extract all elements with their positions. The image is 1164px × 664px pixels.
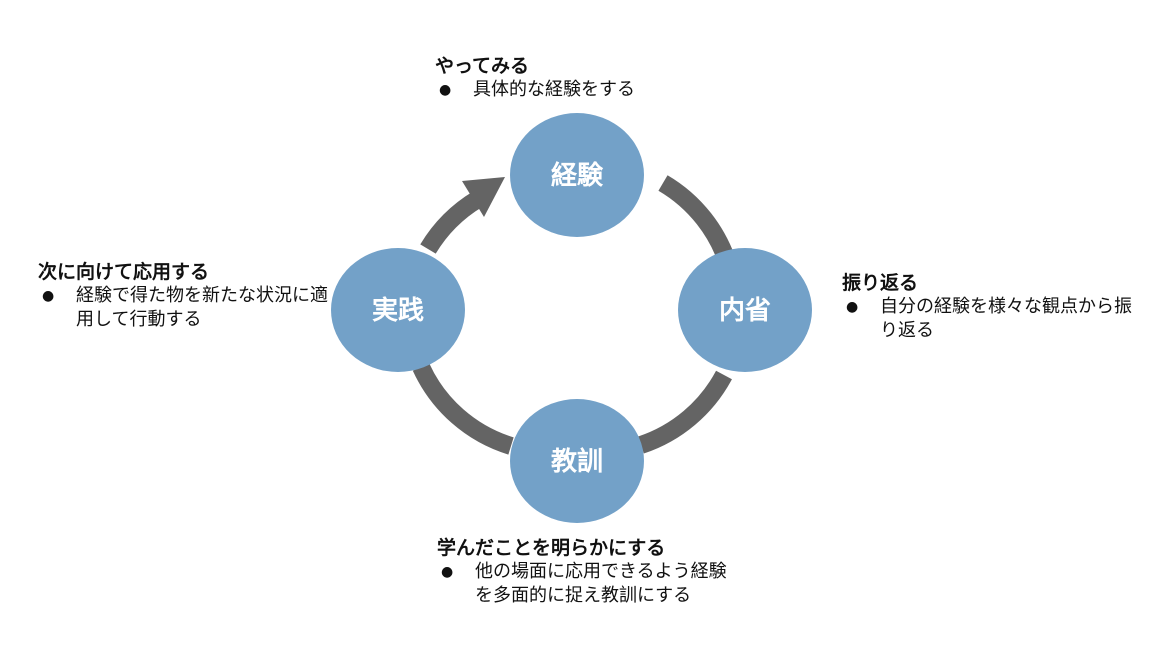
block-reflect-title: 振り返る [842,272,919,294]
arrow-head-icon [462,177,505,217]
block-do-list: ● 具体的な経験をする [435,78,735,102]
block-learn-title: 学んだことを明らかにする [437,537,666,559]
bullet-icon: ● [441,564,454,580]
node-lesson: 教訓 [510,399,644,523]
block-reflect-list: ● 自分の経験を様々な観点から振り返る [842,295,1142,343]
list-item: ● 自分の経験を様々な観点から振り返る [842,295,1140,343]
node-practice-label: 実践 [372,295,424,326]
block-reflect-item: 自分の経験を様々な観点から振り返る [880,296,1132,341]
bullet-icon: ● [439,82,452,98]
block-learn: 学んだことを明らかにする ● 他の場面に応用できるよう経験を多面的に捉え教訓にす… [437,536,737,608]
node-experience-circle [510,113,644,237]
block-learn-item: 他の場面に応用できるよう経験を多面的に捉え教訓にする [475,561,727,606]
arc-reflection-to-lesson [638,370,732,454]
block-do-item: 具体的な経験をする [473,79,635,100]
node-practice: 実践 [331,248,465,372]
list-item: ● 経験で得た物を新たな状況に適用して行動する [38,284,340,332]
block-do-title: やってみる [435,55,530,77]
bullet-icon: ● [42,288,55,304]
arc-practice-to-experience [420,191,483,254]
node-experience-label: 経験 [551,160,604,191]
block-learn-list: ● 他の場面に応用できるよう経験を多面的に捉え教訓にする [437,560,737,608]
block-reflect: 振り返る ● 自分の経験を様々な観点から振り返る [842,271,1142,343]
node-reflection-circle [678,248,812,372]
list-item: ● 他の場面に応用できるよう経験を多面的に捉え教訓にする [437,560,741,608]
block-apply-item: 経験で得た物を新たな状況に適用して行動する [76,285,328,330]
node-lesson-circle [510,399,644,523]
node-practice-circle [331,248,465,372]
block-apply-title: 次に向けて応用する [38,261,210,283]
bullet-icon: ● [846,299,859,315]
node-reflection-label: 内省 [719,296,771,326]
list-item: ● 具体的な経験をする [435,78,735,102]
block-apply-list: ● 経験で得た物を新たな状況に適用して行動する [38,284,328,332]
node-experience: 経験 [510,113,644,237]
node-lesson-label: 教訓 [551,446,603,477]
node-reflection: 内省 [678,248,812,372]
block-do: やってみる ● 具体的な経験をする [435,54,735,102]
block-apply: 次に向けて応用する ● 経験で得た物を新たな状況に適用して行動する [38,260,328,332]
arc-lesson-to-practice [412,363,514,455]
